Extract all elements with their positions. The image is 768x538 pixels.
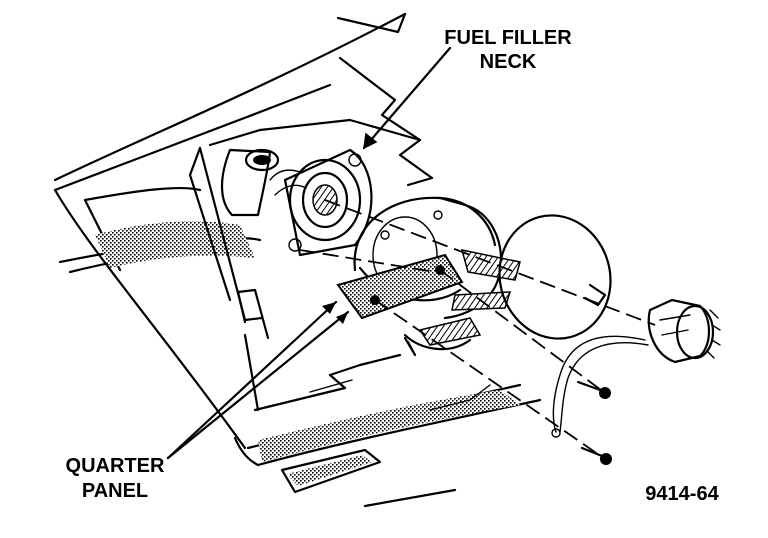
label-quarter-panel-line2: PANEL [82,480,148,502]
quarter-panel-body [53,12,542,508]
fuel-filler-neck-part [221,148,373,257]
label-quarter-panel-line1: QUARTER [66,455,165,477]
label-fuel-filler-neck-line2: NECK [480,51,537,73]
leader-quarter-panel [166,300,350,460]
screw-lower [580,446,612,465]
fuel-door-pocket [188,56,434,412]
leader-fuel-filler-neck [362,46,452,150]
gas-cap [551,298,721,438]
screw-upper [576,380,611,399]
alignment-lines [299,199,656,460]
label-fuel-filler-neck-line1: FUEL FILLER [444,27,572,49]
filler-housing-ring [336,196,521,351]
figure-number: 9414-64 [645,483,719,505]
